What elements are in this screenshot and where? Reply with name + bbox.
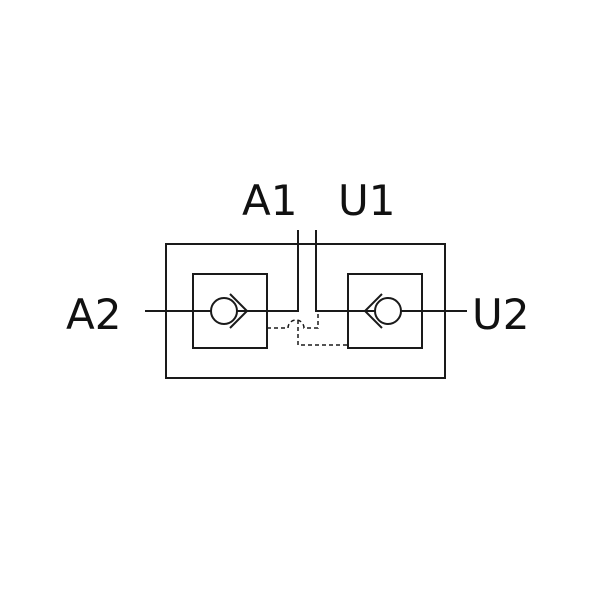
port-label-u2: U2 — [472, 290, 529, 339]
pilot-line-upper — [267, 311, 319, 329]
port-a1-line — [237, 230, 299, 312]
port-label-a2: A2 — [66, 290, 121, 339]
port-label-u1: U1 — [338, 176, 395, 225]
left-valve-ball-icon — [210, 297, 238, 325]
right-valve-ball-icon — [374, 297, 402, 325]
pilot-line-lower — [297, 320, 348, 346]
port-u1-line — [315, 230, 375, 312]
port-label-a1: A1 — [242, 176, 297, 225]
